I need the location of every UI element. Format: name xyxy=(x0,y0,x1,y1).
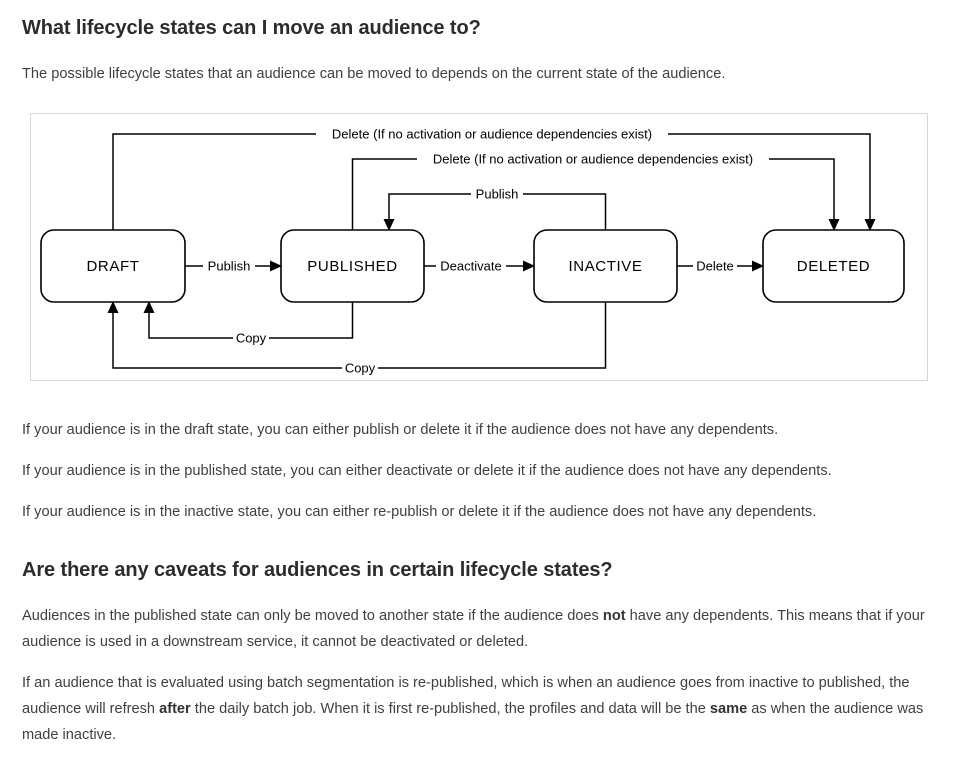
edge-label-bg xyxy=(471,186,523,202)
doc-content: What lifecycle states can I move an audi… xyxy=(22,17,928,743)
question-heading-lifecycle-states: What lifecycle states can I move an audi… xyxy=(22,17,481,39)
edge-label-bg xyxy=(342,360,378,376)
edge-label-deactivate: Deactivate xyxy=(440,259,501,274)
question-heading-caveats: Are there any caveats for audiences in c… xyxy=(22,559,613,581)
state-node-draft xyxy=(40,229,186,303)
intro-paragraph: The possible lifecycle states that an au… xyxy=(22,66,726,82)
state-node-inactive xyxy=(533,229,678,303)
edge-label-delete-long-1: Delete (If no activation or audience dep… xyxy=(332,127,652,142)
edge-label-republish: Publish xyxy=(476,187,519,202)
edge-label-bg xyxy=(693,258,737,274)
state-node-deleted xyxy=(762,229,905,303)
state-label-inactive: INACTIVE xyxy=(569,258,643,275)
state-node-published xyxy=(280,229,425,303)
edge-label-bg xyxy=(233,330,269,346)
edge-copy-inactive-to-draft xyxy=(107,301,607,369)
state-label-draft: DRAFT xyxy=(87,258,140,275)
edge-label-bg xyxy=(436,258,506,274)
edge-label-bg xyxy=(316,126,668,142)
edge-label-bg xyxy=(417,151,769,167)
caveat-paragraph-batch: If an audience that is evaluated using b… xyxy=(22,675,924,743)
lifecycle-state-diagram-svg: Delete (If no activation or audience dep… xyxy=(40,126,905,376)
answer-draft-state: If your audience is in the draft state, … xyxy=(22,422,779,438)
edge-label-copy-1: Copy xyxy=(236,331,267,346)
answer-inactive-state: If your audience is in the inactive stat… xyxy=(22,504,817,520)
state-label-deleted: DELETED xyxy=(797,258,870,275)
edge-delete-draft-to-deleted xyxy=(112,133,876,231)
lifecycle-diagram: Delete (If no activation or audience dep… xyxy=(30,113,928,381)
state-label-published: PUBLISHED xyxy=(307,258,397,275)
edge-label-copy-2: Copy xyxy=(345,361,376,376)
answer-published-state: If your audience is in the published sta… xyxy=(22,463,832,479)
edge-label-publish: Publish xyxy=(208,259,251,274)
edge-label-bg xyxy=(203,258,255,274)
edge-label-delete: Delete xyxy=(696,259,734,274)
answers-block: If your audience is in the draft state, … xyxy=(22,417,928,525)
caveat-paragraph-dependents: Audiences in the published state can onl… xyxy=(22,608,925,650)
edge-label-delete-long-2: Delete (If no activation or audience dep… xyxy=(433,152,753,167)
